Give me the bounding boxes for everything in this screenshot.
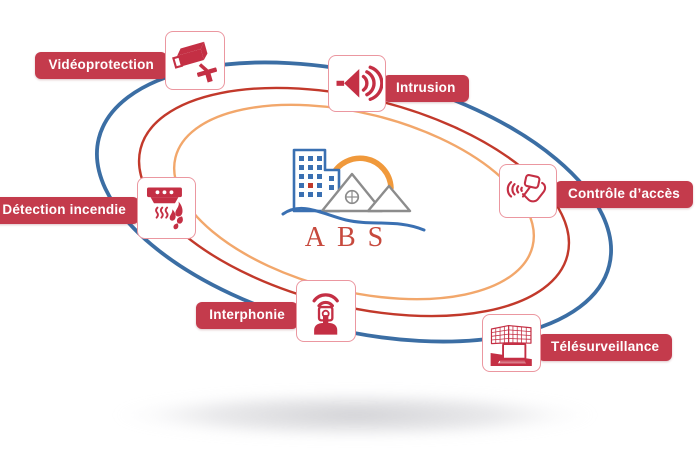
node-telesurveillance: [482, 314, 541, 372]
sun-icon: [329, 155, 394, 191]
badge-reader-icon: [507, 174, 547, 203]
node-videoprotection: [165, 31, 225, 90]
label-interphonie: Interphonie: [196, 302, 298, 329]
monitoring-wall-icon: [490, 325, 533, 367]
ground-shadow: [45, 383, 665, 447]
wave-icon: [281, 206, 426, 232]
node-intrusion: [328, 55, 386, 112]
node-detection-incendie: [137, 177, 196, 239]
brand-name: ABS: [304, 222, 396, 253]
label-intrusion: Intrusion: [383, 75, 469, 102]
node-interphonie: [296, 280, 356, 342]
label-telesurveillance: Télésurveillance: [538, 334, 673, 361]
intercom-button-icon: [312, 293, 340, 336]
red-window: [308, 183, 313, 188]
label-controle-acces: Contrôle d’accès: [555, 181, 693, 208]
siren-icon: [336, 65, 383, 102]
node-controle-acces: [499, 164, 557, 218]
smoke-detector-icon: [147, 187, 184, 230]
label-videoprotection: Vidéoprotection: [35, 52, 167, 79]
cctv-camera-icon: [172, 41, 218, 83]
label-detection-incendie: Détection incendie: [0, 197, 139, 224]
rooftops-icon: [320, 172, 412, 213]
